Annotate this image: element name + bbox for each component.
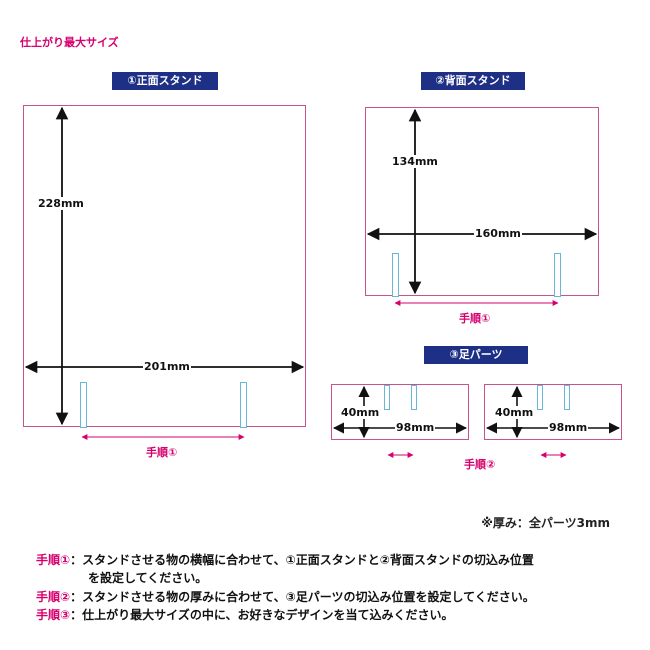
instruction-2-key: 手順②: [36, 590, 71, 604]
front-slot-left: [80, 382, 87, 428]
thickness-note: ※厚み：全パーツ3mm: [481, 516, 610, 530]
back-slot-right: [554, 253, 561, 297]
instruction-3-key: 手順③: [36, 608, 71, 622]
instruction-3: 手順③：仕上がり最大サイズの中に、お好きなデザインを当て込みください。: [36, 606, 453, 623]
foot1-slot-right: [411, 385, 417, 410]
front-stand-outline: [23, 105, 306, 428]
front-stand-badge: ①正面スタンド: [112, 72, 218, 90]
back-stand-outline: [365, 107, 599, 297]
back-stand-badge: ②背面スタンド: [421, 72, 525, 90]
back-height-label: 134mm: [391, 155, 439, 168]
instruction-2-text: ：スタンドさせる物の厚みに合わせて、③足パーツの切込み位置を設定してください。: [70, 590, 535, 604]
front-width-label: 201mm: [143, 360, 191, 373]
foot2-slot-right: [564, 385, 570, 410]
back-width-label: 160mm: [474, 227, 522, 240]
instruction-1-key: 手順①: [36, 553, 71, 567]
back-slot-left: [392, 253, 399, 297]
instruction-3-text: ：仕上がり最大サイズの中に、お好きなデザインを当て込みください。: [70, 608, 454, 622]
instruction-1-text: ：スタンドさせる物の横幅に合わせて、①正面スタンドと②背面スタンドの切込み位置: [70, 553, 534, 567]
front-step-label: 手順①: [146, 446, 178, 459]
feet-badge: ③足パーツ: [424, 346, 528, 364]
foot1-height-label: 40mm: [340, 406, 381, 419]
max-size-heading: 仕上がり最大サイズ: [20, 36, 119, 49]
instruction-2: 手順②：スタンドさせる物の厚みに合わせて、③足パーツの切込み位置を設定してくださ…: [36, 588, 535, 605]
foot2-slot-left: [537, 385, 543, 410]
feet-step-label: 手順②: [464, 458, 496, 471]
front-height-label: 228mm: [37, 197, 85, 210]
foot1-width-label: 98mm: [395, 421, 436, 434]
instruction-1: 手順①：スタンドさせる物の横幅に合わせて、①正面スタンドと②背面スタンドの切込み…: [36, 551, 534, 568]
front-slot-right: [240, 382, 247, 428]
foot2-height-label: 40mm: [494, 406, 535, 419]
foot2-width-label: 98mm: [548, 421, 589, 434]
instruction-1-continued: を設定してください。: [88, 571, 208, 585]
back-step-label: 手順①: [459, 312, 491, 325]
foot1-slot-left: [384, 385, 390, 410]
